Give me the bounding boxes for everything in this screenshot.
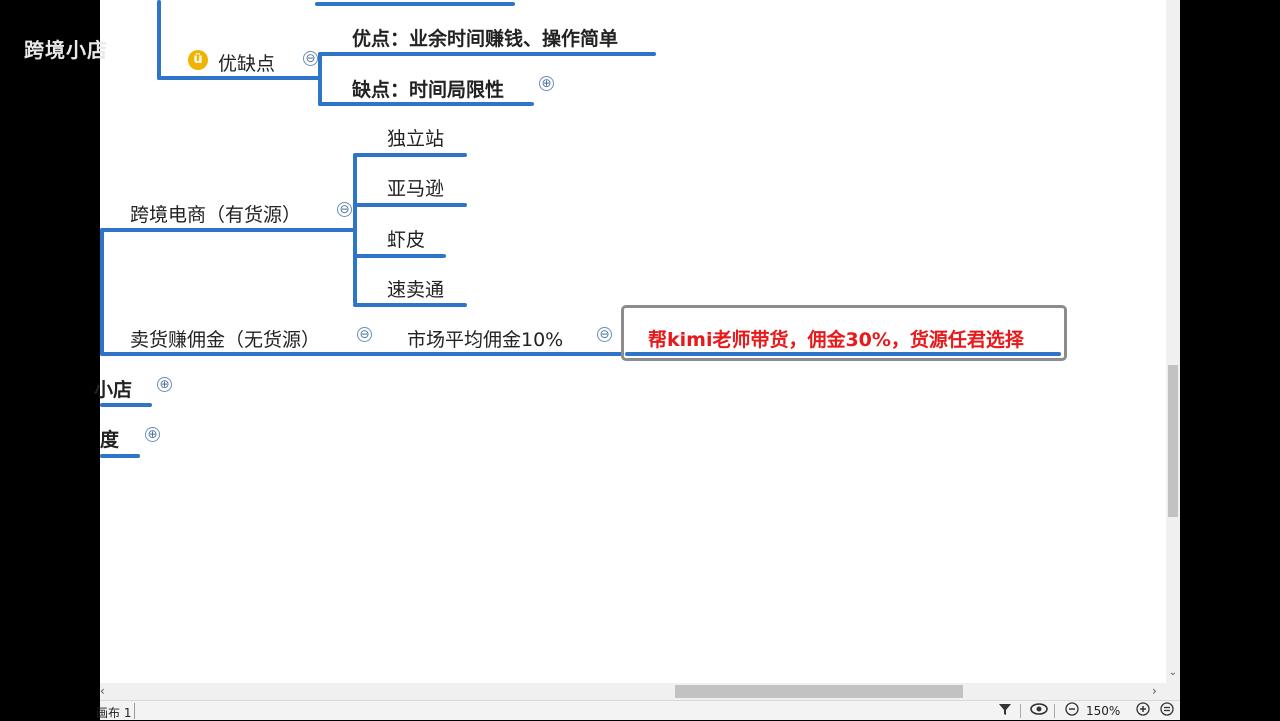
chevron-left-icon[interactable]: ‹	[100, 684, 105, 698]
zoom-in-icon[interactable]	[1136, 702, 1150, 720]
sheet-tab[interactable]: 画布 1	[96, 706, 132, 720]
collapse-icon[interactable]: ⊖	[303, 51, 318, 66]
node-partial-shop[interactable]: 小店	[94, 379, 133, 401]
node-pros-cons[interactable]: 优缺点	[218, 53, 276, 75]
fit-icon[interactable]	[1160, 702, 1174, 720]
expand-icon[interactable]: ⊕	[145, 427, 160, 442]
branch-line	[100, 228, 357, 232]
collapse-icon[interactable]: ⊖	[337, 202, 352, 217]
branch-line	[157, 0, 161, 80]
node-avg-commission[interactable]: 市场平均佣金10%	[407, 329, 564, 351]
mindmap-canvas[interactable]: ü 优缺点 ⊖ 优点：业余时间赚钱、操作简单 缺点：时间局限性 ⊕ 独立站 亚马…	[94, 0, 1166, 683]
branch-line	[318, 52, 656, 56]
branch-line	[353, 153, 467, 157]
selection-highlight[interactable]	[621, 305, 1067, 361]
horizontal-scroll-thumb[interactable]	[675, 685, 963, 698]
smiley-icon: ü	[188, 50, 208, 70]
branch-line	[100, 403, 152, 407]
node-independent-site[interactable]: 独立站	[387, 128, 445, 150]
video-watermark: 跨境小店	[24, 38, 108, 62]
zoom-level: 150%	[1086, 704, 1121, 718]
node-affiliate[interactable]: 卖货赚佣金（无货源）	[130, 329, 321, 351]
branch-line	[100, 454, 140, 458]
node-amazon[interactable]: 亚马逊	[387, 178, 445, 200]
divider	[134, 703, 135, 719]
vertical-scrollbar[interactable]: ⌄	[1166, 0, 1180, 683]
branch-line	[318, 102, 534, 106]
divider	[1020, 704, 1021, 718]
letterbox-left	[0, 0, 100, 720]
status-bar: 画布 1 150%	[96, 700, 1180, 720]
node-cons[interactable]: 缺点：时间局限性	[352, 79, 505, 101]
node-pros[interactable]: 优点：业余时间赚钱、操作简单	[352, 28, 619, 50]
divider	[1054, 704, 1055, 718]
zoom-out-icon[interactable]	[1065, 702, 1079, 720]
branch-line	[100, 352, 630, 356]
horizontal-scrollbar[interactable]: ‹ ›	[100, 683, 1180, 700]
branch-line	[353, 203, 467, 207]
node-aliexpress[interactable]: 速卖通	[387, 279, 445, 301]
collapse-icon[interactable]: ⊖	[597, 327, 612, 342]
expand-icon[interactable]: ⊕	[539, 76, 554, 91]
collapse-icon[interactable]: ⊖	[357, 327, 372, 342]
branch-line	[353, 254, 446, 258]
branch-line	[353, 303, 467, 307]
branch-line	[318, 52, 322, 106]
node-shopee[interactable]: 虾皮	[387, 229, 426, 251]
node-partial-du[interactable]: 度	[100, 429, 120, 451]
filter-icon[interactable]	[998, 702, 1012, 720]
branch-line	[625, 352, 1061, 356]
branch-line	[157, 76, 322, 80]
vertical-scroll-thumb[interactable]	[1168, 365, 1178, 517]
branch-line	[315, 2, 515, 6]
letterbox-right	[1180, 0, 1280, 720]
chevron-down-icon[interactable]: ⌄	[1168, 667, 1178, 678]
branch-line	[100, 228, 104, 356]
node-highlight-offer[interactable]: 帮kimi老师带货，佣金30%，货源任君选择	[648, 329, 1024, 351]
eye-icon[interactable]	[1030, 702, 1048, 720]
chevron-right-icon[interactable]: ›	[1152, 684, 1157, 698]
expand-icon[interactable]: ⊕	[157, 377, 172, 392]
node-cross-border[interactable]: 跨境电商（有货源）	[130, 204, 302, 226]
